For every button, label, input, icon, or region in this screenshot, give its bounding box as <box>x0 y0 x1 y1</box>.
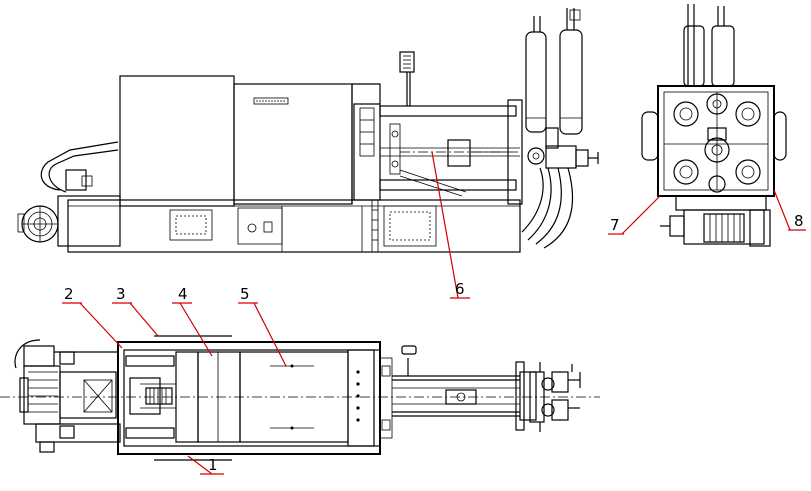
label-1: 1 <box>208 456 218 474</box>
callouts: 1 2 3 4 5 6 7 8 <box>62 151 806 475</box>
leader-8 <box>773 189 791 231</box>
label-4: 4 <box>178 285 188 303</box>
injection-valves <box>527 145 599 169</box>
ladder-hatch <box>371 200 379 252</box>
plan-motor-pump <box>14 339 121 453</box>
side-elevation-view <box>17 8 599 253</box>
fixed-platen <box>353 103 381 201</box>
leader-1 <box>187 455 213 475</box>
base-panel-2 <box>383 205 437 247</box>
plan-view <box>0 335 600 461</box>
hydraulic-hoses <box>521 167 574 249</box>
safety-gate-lever <box>399 51 415 106</box>
machine-base-frame <box>67 199 521 253</box>
end-view <box>641 4 787 247</box>
leader-7 <box>621 195 661 235</box>
upper-tie-bar <box>379 105 517 117</box>
lower-tie-bar <box>379 179 517 191</box>
label-3: 3 <box>116 285 126 303</box>
plan-frame <box>117 341 381 455</box>
leader-2 <box>79 302 123 349</box>
plan-fixed-platen <box>347 349 381 447</box>
end-motor-assembly <box>683 209 765 245</box>
leader-6 <box>431 151 459 299</box>
accumulators <box>525 8 583 149</box>
motor-pump-side <box>17 141 121 247</box>
main-housing-cover <box>233 83 353 205</box>
label-5: 5 <box>240 285 250 303</box>
label-2: 2 <box>64 285 74 303</box>
label-7: 7 <box>610 216 620 234</box>
toggle-mechanism <box>125 355 176 439</box>
control-cabinet <box>237 207 283 245</box>
plan-valve-cluster <box>529 362 581 432</box>
shot-sleeve <box>447 139 471 167</box>
leader-4 <box>179 302 213 357</box>
base-panel-1 <box>169 209 213 241</box>
leader-3 <box>129 302 159 337</box>
label-6: 6 <box>455 280 465 298</box>
clamping-unit-cover <box>119 75 235 207</box>
leader-5 <box>253 302 287 367</box>
nameplate <box>253 97 289 105</box>
label-8: 8 <box>794 212 804 230</box>
